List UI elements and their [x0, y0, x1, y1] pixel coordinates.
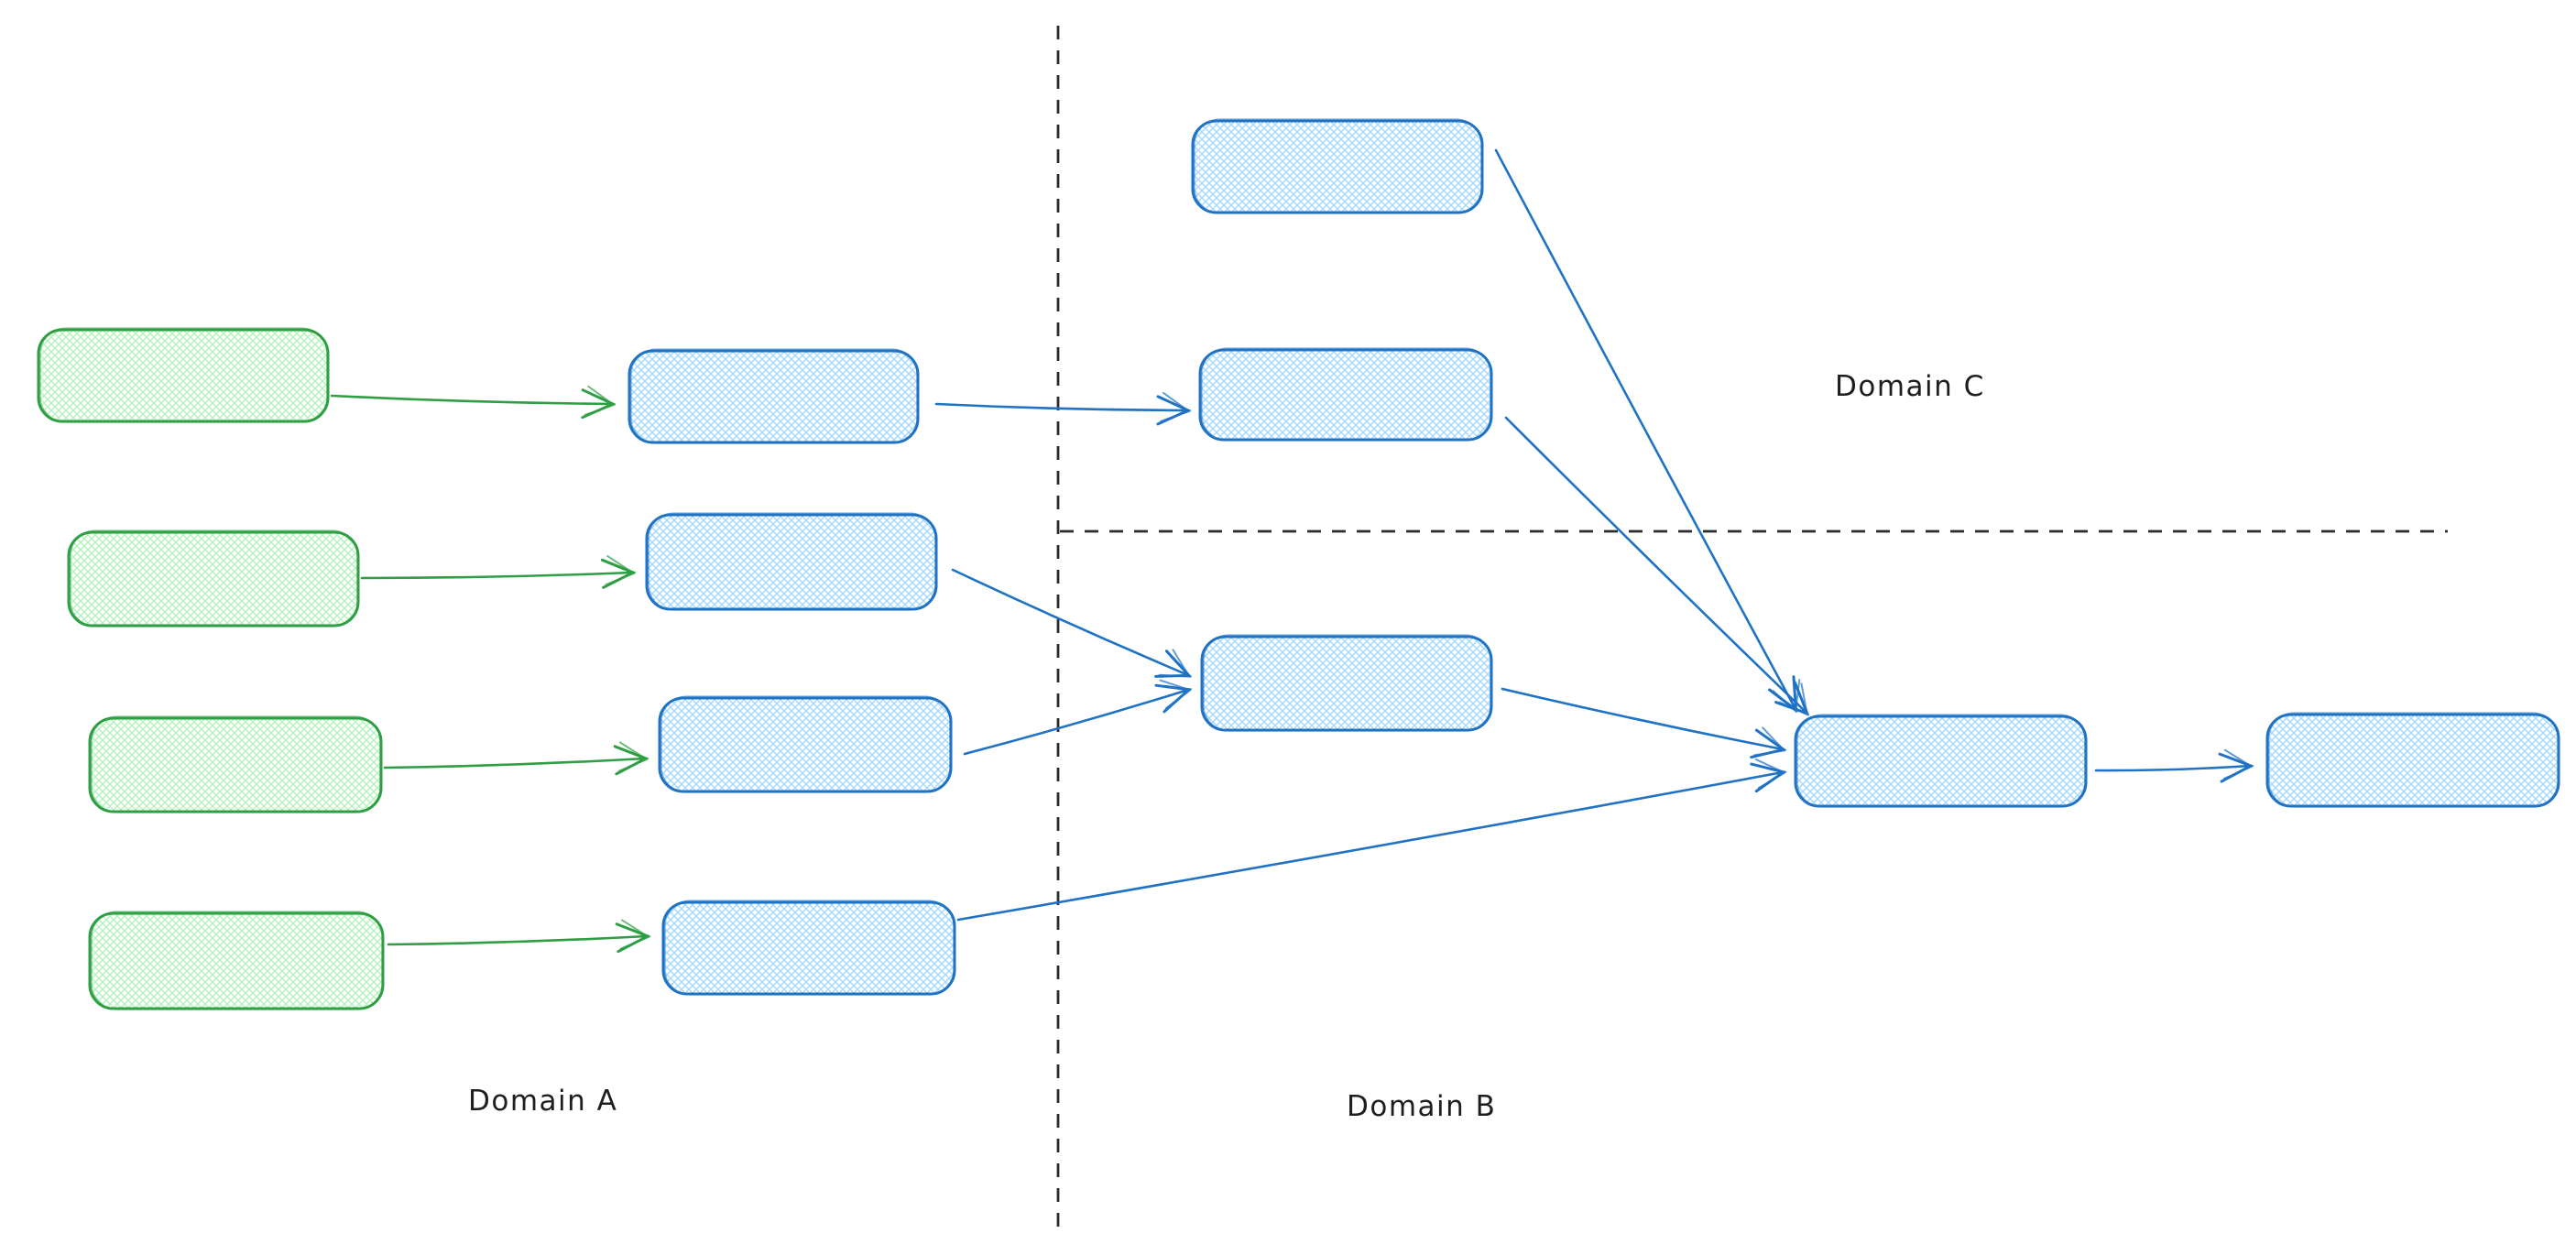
node-shape-domain-b-sink[interactable] — [2265, 713, 2560, 808]
node-shape-domain-a-source-2[interactable] — [67, 530, 360, 628]
edge-stage1-cnode2[interactable] — [934, 391, 1192, 426]
node-domain-b-sink[interactable] — [2265, 712, 2560, 808]
label-domain-b[interactable]: Domain B — [1347, 1090, 1496, 1123]
node-domain-c-node-1[interactable] — [1191, 118, 1484, 214]
node-domain-a-source-2[interactable] — [67, 529, 360, 628]
domain-labels: Domain A Domain B Domain C — [468, 370, 1985, 1123]
domain-dividers — [1056, 26, 2448, 1237]
node-sketch-outline — [91, 715, 381, 813]
node-sketch-outline — [1796, 714, 2086, 808]
diagram-nodes — [37, 118, 2560, 1010]
node-domain-c-node-2[interactable] — [1198, 347, 1493, 442]
node-shape-domain-a-source-4[interactable] — [88, 911, 385, 1010]
node-domain-a-stage-3[interactable] — [658, 695, 953, 793]
node-shape-domain-a-stage-2[interactable] — [645, 513, 938, 611]
node-domain-a-source-1[interactable] — [37, 327, 330, 423]
node-sketch-outline — [39, 327, 328, 423]
label-domain-c[interactable]: Domain C — [1835, 370, 1985, 403]
edge-source1-stage1[interactable] — [330, 385, 617, 420]
edge-stage4-hub[interactable] — [956, 758, 1787, 922]
edge-cnode2-hub[interactable] — [1504, 416, 1810, 716]
node-sketch-outline — [91, 911, 383, 1010]
node-domain-a-stage-1[interactable] — [628, 348, 920, 444]
edge-stage2-bnode1[interactable] — [951, 568, 1193, 678]
node-sketch-outline — [660, 695, 951, 793]
node-sketch-outline — [1203, 634, 1491, 732]
node-sketch-outline — [648, 512, 936, 611]
node-sketch-outline — [70, 529, 358, 628]
node-domain-a-source-4[interactable] — [88, 911, 385, 1010]
edge-hub-sink[interactable] — [2094, 748, 2254, 783]
node-shape-domain-a-source-1[interactable] — [37, 328, 330, 423]
node-shape-domain-a-stage-1[interactable] — [628, 349, 920, 444]
node-shape-domain-a-stage-3[interactable] — [658, 696, 953, 793]
edge-cnode1-hub[interactable] — [1494, 148, 1801, 714]
node-domain-a-source-3[interactable] — [88, 715, 383, 813]
node-sketch-outline — [1201, 347, 1491, 442]
node-domain-b-node-1[interactable] — [1200, 634, 1493, 732]
node-shape-domain-c-node-2[interactable] — [1198, 348, 1493, 442]
edge-stage3-bnode1[interactable] — [963, 679, 1193, 756]
node-sketch-outline — [664, 900, 955, 996]
node-shape-domain-b-node-1[interactable] — [1200, 635, 1493, 732]
node-shape-domain-b-hub[interactable] — [1794, 715, 2088, 808]
node-sketch-outline — [2268, 712, 2559, 808]
node-domain-a-stage-4[interactable] — [661, 900, 956, 996]
edge-source3-stage3[interactable] — [383, 741, 649, 776]
node-shape-domain-a-source-3[interactable] — [88, 716, 383, 813]
edge-source4-stage4[interactable] — [387, 919, 651, 954]
label-domain-a[interactable]: Domain A — [468, 1085, 617, 1118]
edge-bnode1-hub[interactable] — [1501, 687, 1787, 759]
edge-source2-stage2[interactable] — [360, 555, 637, 589]
node-domain-a-stage-2[interactable] — [645, 512, 938, 611]
node-sketch-outline — [630, 348, 918, 444]
node-shape-domain-a-stage-4[interactable] — [661, 900, 956, 996]
node-domain-b-hub[interactable] — [1794, 714, 2088, 808]
node-sketch-outline — [1194, 118, 1482, 214]
node-shape-domain-c-node-1[interactable] — [1191, 119, 1484, 214]
diagram-edges — [330, 148, 2254, 954]
